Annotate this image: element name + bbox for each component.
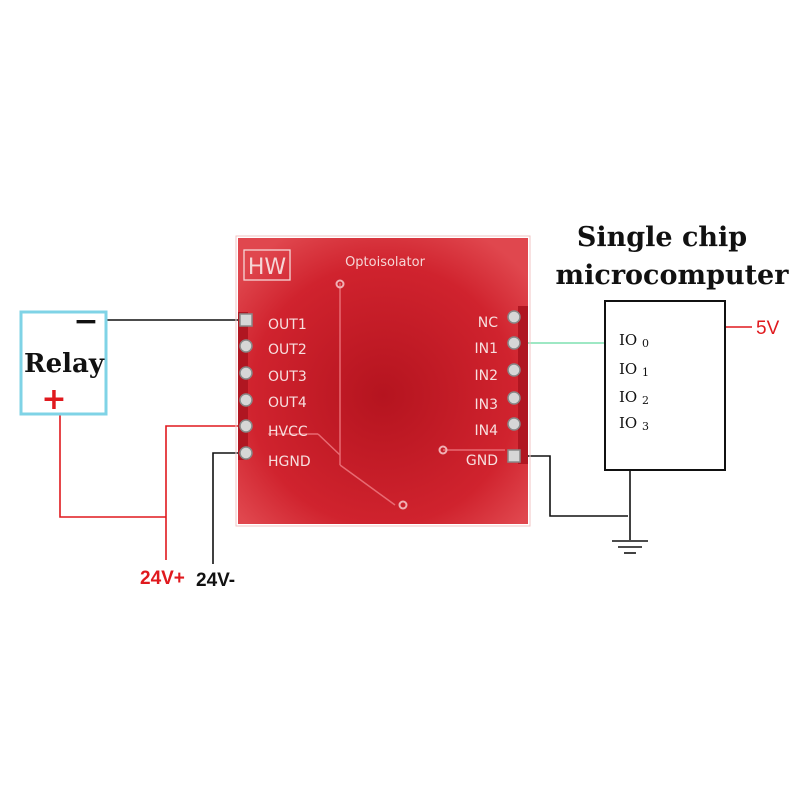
pin-label-hgnd: HGND bbox=[268, 454, 311, 470]
mcu-io-1-index: 1 bbox=[642, 366, 649, 379]
ground-icon bbox=[612, 540, 648, 554]
mcu-box bbox=[604, 300, 726, 471]
pin-label-out3: OUT3 bbox=[268, 369, 307, 385]
wire-relay-plus-24v bbox=[59, 412, 166, 518]
relay-plus: + bbox=[41, 382, 66, 417]
board-outline bbox=[235, 235, 531, 527]
pin-pad-out1 bbox=[239, 313, 253, 327]
relay-label: Relay bbox=[24, 349, 105, 379]
right-pin-header bbox=[507, 306, 528, 464]
pin-label-nc: NC bbox=[478, 315, 498, 331]
pin-pad-in2 bbox=[507, 363, 521, 377]
pin-pad-hvcc bbox=[239, 419, 253, 433]
mcu-io-1-label: IO bbox=[619, 360, 637, 378]
wire-hgnd-24v-minus bbox=[212, 452, 245, 564]
pin-pad-in3 bbox=[507, 391, 521, 405]
board-title: Optoisolator bbox=[345, 255, 426, 270]
pin-pad-nc bbox=[507, 310, 521, 324]
mcu-io-3-label: IO bbox=[619, 414, 637, 432]
pin-pad-in4 bbox=[507, 417, 521, 431]
pin-label-out1: OUT1 bbox=[268, 317, 307, 333]
mcu-io-0-label: IO bbox=[619, 331, 637, 349]
wire-hvcc-24v bbox=[165, 425, 245, 560]
mcu-supply-label: 5V bbox=[756, 318, 780, 339]
pin-pad-out3 bbox=[239, 366, 253, 380]
wires bbox=[59, 319, 752, 564]
board-traces bbox=[268, 283, 505, 506]
right-pin-labels: NC IN1 IN2 IN3 IN4 GND bbox=[466, 315, 498, 469]
pin-label-out4: OUT4 bbox=[268, 395, 307, 411]
mcu-io-list: IO 0 IO 1 IO 2 IO 3 bbox=[619, 331, 649, 433]
wire-gnd-ground bbox=[520, 455, 628, 517]
mcu-io-2-index: 2 bbox=[642, 394, 649, 407]
left-pin-labels: OUT1 OUT2 OUT3 OUT4 HVCC HGND bbox=[268, 317, 311, 470]
pin-label-in3: IN3 bbox=[474, 397, 498, 413]
board-pcb bbox=[238, 238, 528, 524]
mcu-io-3-index: 3 bbox=[642, 420, 649, 433]
board-vias bbox=[335, 279, 448, 510]
mcu-io-0-index: 0 bbox=[642, 337, 649, 350]
pin-label-in2: IN2 bbox=[474, 368, 498, 384]
mcu-title-line2: microcomputer bbox=[556, 260, 790, 291]
pin-label-in4: IN4 bbox=[474, 423, 498, 439]
pin-pad-out4 bbox=[239, 393, 253, 407]
power-negative-label: 24V- bbox=[196, 570, 235, 591]
brand-box bbox=[243, 249, 291, 281]
pin-label-gnd: GND bbox=[466, 453, 498, 469]
pin-pad-out2 bbox=[239, 339, 253, 353]
relay: − Relay + bbox=[19, 304, 108, 417]
mcu-title-line1: Single chip bbox=[577, 222, 747, 253]
mcu-io-2-label: IO bbox=[619, 388, 637, 406]
relay-minus: − bbox=[73, 304, 98, 339]
board-brand: HW bbox=[248, 255, 287, 280]
power-positive-label: 24V+ bbox=[140, 568, 185, 589]
optoisolator-board: HW Optoisolator OUT1 OUT2 OUT3 OUT4 HVCC… bbox=[235, 235, 531, 527]
relay-box bbox=[19, 310, 108, 416]
pin-pad-in1 bbox=[507, 336, 521, 350]
pin-label-hvcc: HVCC bbox=[268, 424, 308, 440]
pin-pad-gnd bbox=[507, 449, 521, 463]
pin-label-out2: OUT2 bbox=[268, 342, 307, 358]
microcontroller: Single chip microcomputer IO 0 IO 1 IO 2… bbox=[556, 222, 790, 471]
pin-pad-hgnd bbox=[239, 446, 253, 460]
pin-label-in1: IN1 bbox=[474, 341, 498, 357]
left-pin-header bbox=[238, 312, 253, 460]
